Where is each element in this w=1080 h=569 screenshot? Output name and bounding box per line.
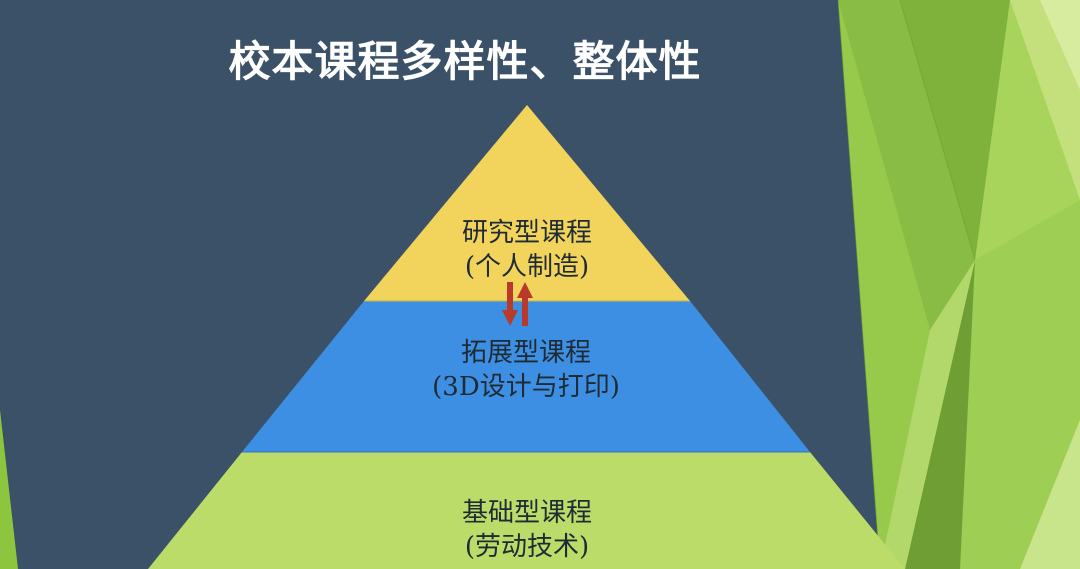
tier-top-name: 研究型课程 (461, 218, 592, 248)
tier-bottom-name: 基础型课程 (461, 498, 592, 528)
tier-bottom-detail: (劳动技术) (464, 532, 590, 562)
up-down-arrows-icon (502, 282, 533, 326)
pyramid-tier-bottom (148, 452, 905, 569)
slide-title: 校本课程多样性、整体性 (228, 37, 702, 86)
pyramid-tier-middle (242, 301, 810, 452)
pyramid (148, 105, 905, 569)
tier-bottom-label: 基础型课程 (劳动技术) (397, 496, 657, 564)
green-facets-decoration (837, 0, 1080, 569)
tier-middle-detail: (3D设计与打印) (432, 372, 620, 402)
tier-middle-label: 拓展型课程 (3D设计与打印) (385, 336, 667, 404)
pyramid-tier-top (364, 105, 690, 301)
left-green-strip (0, 410, 18, 569)
tier-top-label: 研究型课程 (个人制造) (417, 216, 637, 284)
tier-top-detail: (个人制造) (464, 252, 590, 282)
tier-middle-name: 拓展型课程 (460, 338, 591, 368)
